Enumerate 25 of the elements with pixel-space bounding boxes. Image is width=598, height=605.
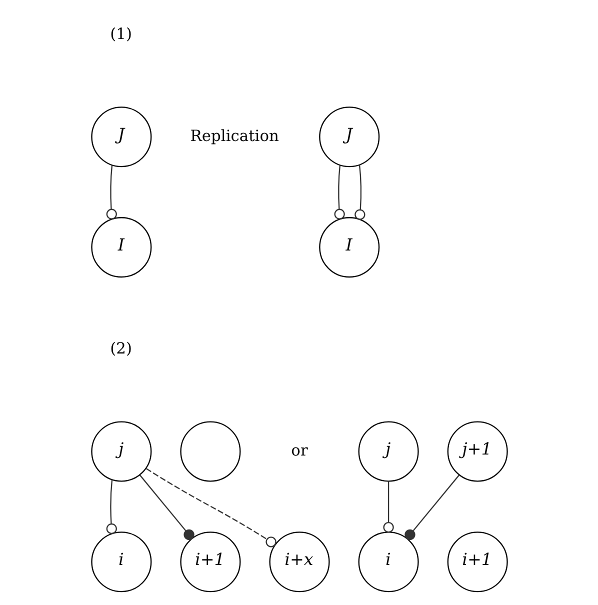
node-circle: i xyxy=(358,532,418,592)
label: Replication xyxy=(190,126,278,145)
connector xyxy=(145,468,276,548)
node-circle: j xyxy=(90,421,152,482)
node-circle: i+1 xyxy=(446,532,508,592)
connector xyxy=(106,165,116,220)
node-circle xyxy=(180,421,240,482)
connector xyxy=(138,474,194,540)
node-circle: i+1 xyxy=(180,532,240,592)
node-circle: I xyxy=(318,217,380,278)
connector xyxy=(106,480,116,534)
label: (1) xyxy=(110,24,132,43)
label: (2) xyxy=(110,339,132,358)
connector xyxy=(382,482,394,533)
node-circle: i+x xyxy=(268,532,330,592)
connector xyxy=(334,165,344,220)
connector xyxy=(354,164,365,220)
label: or xyxy=(290,442,308,460)
node-circle: j+1 xyxy=(446,421,508,482)
node-circle: I xyxy=(90,217,152,278)
node-circle: J xyxy=(90,106,152,168)
node-circle: j xyxy=(358,421,418,482)
node-circle: i xyxy=(90,532,152,592)
connector xyxy=(404,474,460,540)
node-circle: J xyxy=(318,106,380,168)
